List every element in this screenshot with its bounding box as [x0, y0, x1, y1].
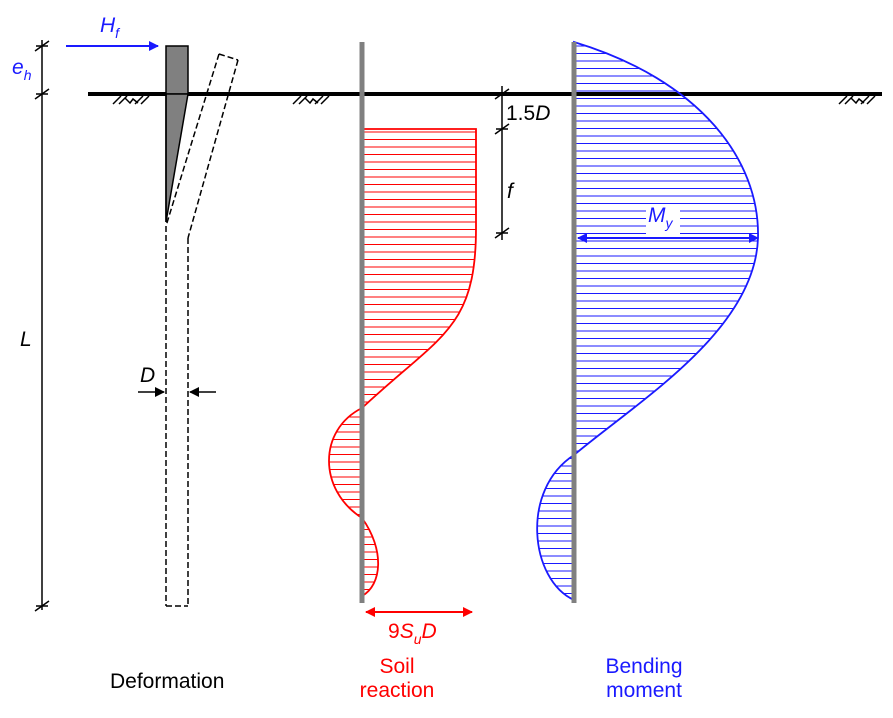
- embedment-dimension: [34, 40, 50, 612]
- bending-moment-hatch: [537, 45, 759, 594]
- eccentricity-label: eh: [12, 56, 32, 83]
- ground-hatch-2: [292, 95, 330, 105]
- rotated-wedge: [165, 93, 189, 223]
- f-label: f: [507, 180, 513, 203]
- pile-deformed: [165, 53, 239, 607]
- ground-hatch-1: [112, 95, 150, 105]
- load-label: Hf: [100, 14, 120, 41]
- soil-reaction-hatch: [329, 131, 476, 590]
- length-label: L: [20, 328, 32, 351]
- depth-dimension: [494, 86, 510, 240]
- caption-deformation: Deformation: [110, 670, 225, 693]
- caption-soil-reaction: Soil reaction: [359, 655, 435, 702]
- pile-original: [165, 45, 189, 95]
- depth-label: 1.5D: [506, 102, 551, 125]
- diameter-label: D: [140, 364, 156, 387]
- bending-moment-outline: [536, 40, 759, 602]
- ground-hatch-3: [838, 95, 876, 105]
- soil-reaction-outline: [328, 128, 477, 598]
- ultimate-pressure-label: 9SuD: [388, 620, 437, 647]
- caption-bending-moment: Bending moment: [605, 655, 683, 702]
- yield-moment-label: My: [648, 204, 673, 231]
